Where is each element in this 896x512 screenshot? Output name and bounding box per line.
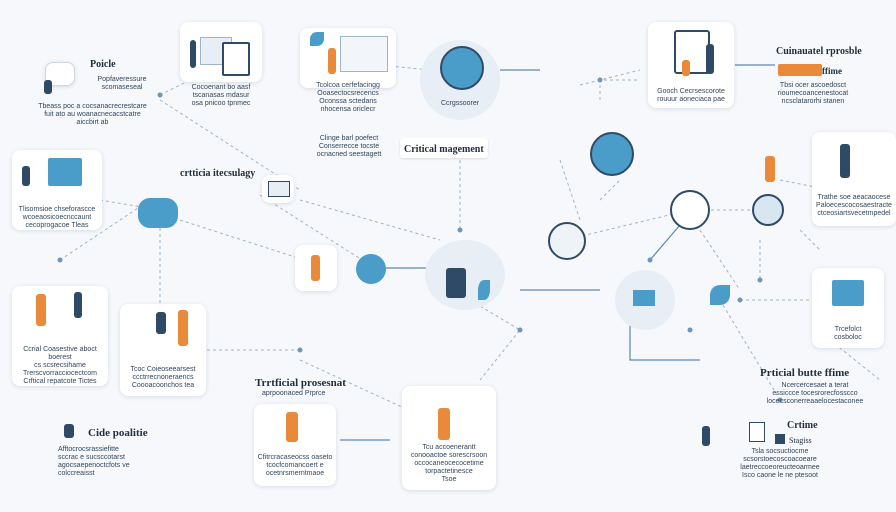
hub-person-icon	[446, 268, 466, 298]
leaf-icon	[310, 32, 324, 46]
top-document-card	[300, 28, 396, 88]
right-mid-card: Trathe soe aeacaocese Paloecescocosaestr…	[812, 132, 896, 226]
clock-icon	[670, 190, 710, 230]
tablet-icon	[674, 30, 710, 74]
top-right-title: Cuinauatel rprosble	[776, 46, 862, 57]
person-icon	[765, 156, 775, 182]
bottom-right-desc: Ncercercesaet a terat essiccce tocesrore…	[766, 382, 864, 405]
top-left-desc: Tbeass poc a cocsanacrecrestcare fuit at…	[38, 103, 147, 126]
left-big-card: Ccrial Coasestive aboct boerest cs scsre…	[12, 286, 108, 386]
stack-icon	[775, 434, 785, 444]
leaf-icon	[478, 280, 490, 300]
critical-technology-title: crtticia itecsulagy	[180, 168, 256, 179]
person-icon	[156, 312, 166, 334]
monitor-icon	[633, 290, 655, 306]
top-right-desc: Tbsi ocer ascoedosct rioumecoancenestoca…	[777, 82, 849, 105]
bottom-desk-card: Cfitrcracaseocss oaseto tcocfcomancoert …	[254, 404, 336, 486]
bottom-title: Trrtficial prosesnat	[255, 377, 346, 389]
mid-meeting-card: Tcoc Coieoseearsest ccctrrecnoneraencs C…	[120, 304, 206, 396]
orange-banner	[778, 64, 822, 76]
bottom-left-desc: Afftocrocsrassiefitte sccrac e sucsccota…	[58, 446, 130, 477]
left-big-desc: Ccrial Coasestive aboct boerest cs scsre…	[22, 346, 98, 385]
clock-caption: Ccrgssoorer	[440, 100, 480, 107]
bottom-card1-label: Cfitrcracaseocss oaseto tcocfcomancoert …	[257, 454, 333, 477]
crtime-desc: Tsla socsuctiocme scsorstoecoscoacoeare …	[740, 448, 820, 479]
clock-icon	[590, 132, 634, 176]
right-small-card: Trcefolct cosboloc	[812, 268, 884, 348]
blue-chat-bubble	[138, 198, 178, 228]
bottom-subtitle: aprpoonaced Prprce	[262, 390, 326, 397]
top-right-workspace-card: Gooch Cecrsescorote rouuur aoneciaca pae	[648, 22, 734, 108]
person-icon	[44, 80, 52, 94]
stagiss-label: Stagiss	[789, 436, 812, 445]
bottom-left-title: Cide poalitie	[88, 427, 148, 439]
top-card3-label: Tcolcoa cerfefacingg Ooasectocsrecencs O…	[316, 82, 380, 113]
right-small-label: Trcefolct cosboloc	[834, 326, 862, 341]
laptop-icon	[268, 181, 290, 197]
poicle-title: Poicle	[90, 59, 116, 70]
monitor-icon	[832, 280, 864, 306]
top-card2-label: Cocoenant bo aasf tscanasas mdasur osa p…	[191, 84, 251, 107]
bottom-center-card: Tcu accoenerantt conooactoe sorescrsoon …	[402, 386, 496, 490]
under-card3-label: Clinge barl poefect Conserrecce tocste o…	[316, 135, 382, 158]
person-icon	[286, 412, 298, 442]
person-icon	[438, 408, 450, 440]
person-icon	[328, 48, 336, 74]
person-icon	[682, 60, 690, 76]
person-icon	[36, 294, 46, 326]
person-icon	[702, 426, 710, 446]
top-left-monitor-card	[45, 62, 75, 86]
person-icon	[311, 255, 320, 281]
critical-management-title: Critical magement	[400, 138, 488, 158]
top-right-card-label: Gooch Cecrsescorote rouuur aoneciaca pae	[657, 88, 725, 103]
right-mid-desc: Trathe soe aeacaocese Paloecescocosaestr…	[816, 194, 892, 217]
clock-icon	[440, 46, 484, 90]
bottom-right-title: Prticial butte ffime	[760, 367, 850, 379]
center-blue-orb	[356, 254, 386, 284]
person-icon	[64, 424, 74, 438]
bottom-card2-label: Tcu accoenerantt conooactoe sorescrsoon …	[410, 444, 488, 483]
monitor-icon	[48, 158, 82, 186]
top-left-caption: Popfaveressure scomaseseal	[97, 76, 147, 91]
top-workspace-card	[180, 22, 262, 82]
left-mid-desc: Tlisomsioe chseforascce wcoeaosicoecncca…	[18, 206, 96, 229]
device-card	[262, 175, 294, 203]
leaf-icon	[710, 285, 730, 305]
document-icon	[749, 422, 765, 442]
person-icon	[22, 166, 30, 186]
right-workspace-card	[745, 150, 815, 190]
person-icon	[190, 40, 196, 68]
person-icon	[178, 310, 188, 346]
tablet-icon	[222, 42, 250, 76]
crtime-title: Crtime	[787, 420, 818, 431]
clock-icon	[752, 194, 784, 226]
top-right-time: ffime	[822, 66, 842, 76]
person-icon	[706, 44, 714, 74]
crtime-card: Crtime Stagiss Tsla socsuctiocme scsorst…	[737, 414, 823, 488]
center-person-card	[295, 245, 337, 291]
timer-icon	[548, 222, 586, 260]
left-mid-monitor-card: Tlisomsioe chseforascce wcoeaosicoecncca…	[12, 150, 102, 230]
mid-card-label: Tcoc Coieoseearsest ccctrrecnoneraencs C…	[130, 366, 196, 389]
document-icon	[340, 36, 388, 72]
person-icon	[840, 144, 850, 178]
person-icon	[74, 292, 82, 318]
